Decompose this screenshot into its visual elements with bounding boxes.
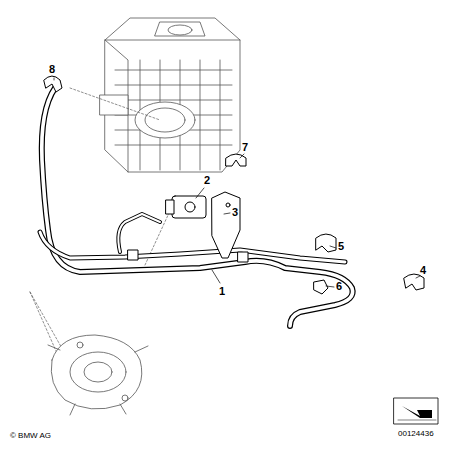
- note-text: 00124436: [398, 430, 434, 438]
- callout-number: 5: [338, 241, 344, 252]
- callout-number: 7: [242, 142, 248, 153]
- callout-number: 2: [204, 175, 210, 186]
- callout-number: 8: [49, 64, 55, 75]
- callout-number: 1: [219, 286, 225, 297]
- callout-number: 3: [232, 207, 238, 218]
- note-text: © BMW AG: [10, 432, 51, 440]
- callout-number: 4: [420, 265, 426, 276]
- callout-number: 6: [336, 281, 342, 292]
